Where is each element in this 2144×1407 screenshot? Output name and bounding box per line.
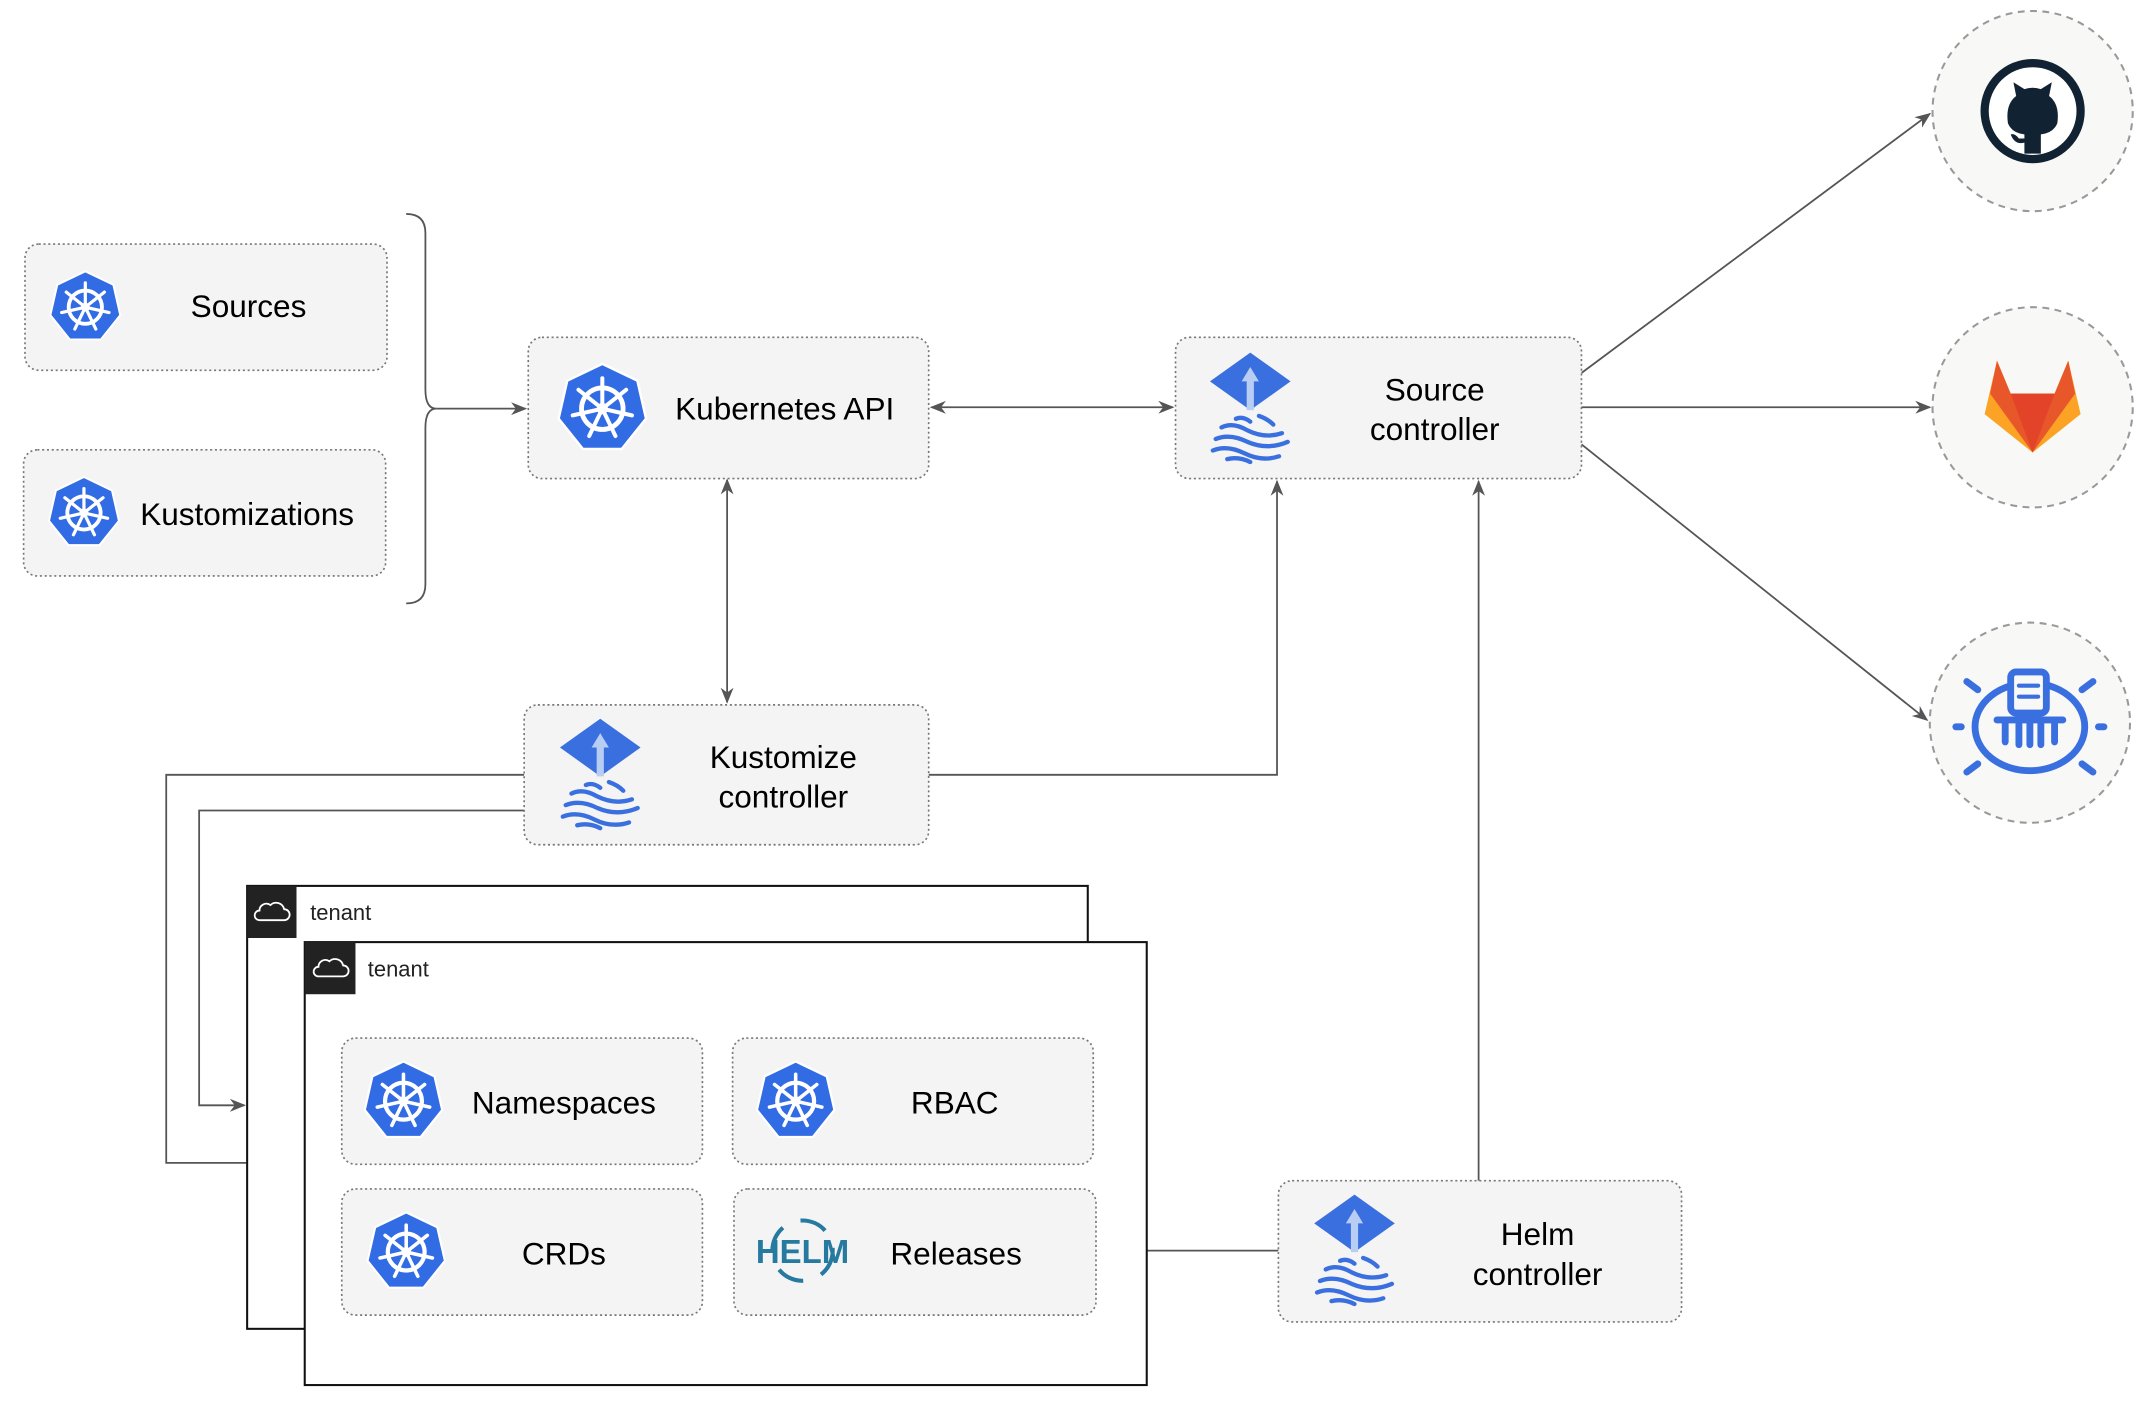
node-sources[interactable]: Sources (24, 243, 388, 372)
edge-kustomize-to-source (928, 479, 1284, 776)
edge-source-to-bucket (1580, 443, 1929, 721)
kustomizations-label: Kustomizations (140, 496, 354, 532)
edge-kustomize-to-tenant-front (165, 773, 525, 1170)
github-icon (1980, 58, 2085, 164)
node-rbac[interactable]: RBAC (731, 1037, 1095, 1166)
node-helm-controller[interactable]: Helm controller (1277, 1179, 1683, 1323)
gitlab-icon (1984, 360, 2081, 453)
kustomize-controller-label-line2: controller (718, 779, 848, 815)
edge-kustomize-to-tenant-back (198, 809, 525, 1112)
helm-icon: HELM (756, 1218, 849, 1283)
kubernetes-api-label: Kubernetes API (675, 391, 894, 427)
node-releases[interactable]: HELM Releases (733, 1188, 1097, 1316)
rbac-label: RBAC (911, 1085, 999, 1121)
cloud-icon (253, 901, 291, 922)
kustomize-controller-label-line1: Kustomize (710, 739, 857, 775)
helm-controller-label-line2: controller (1473, 1256, 1603, 1292)
grouping-brace (406, 213, 437, 605)
github-source[interactable] (1931, 9, 2134, 213)
source-controller-label-line1: Source (1385, 371, 1485, 407)
namespaces-label: Namespaces (472, 1085, 656, 1121)
bucket-source[interactable] (1928, 621, 2132, 824)
node-kubernetes-api[interactable]: Kubernetes API (527, 336, 930, 480)
tenant-label: tenant (310, 900, 371, 925)
node-kustomizations[interactable]: Kustomizations (22, 448, 387, 577)
sources-label: Sources (191, 288, 307, 324)
node-crds[interactable]: CRDs (340, 1188, 704, 1316)
node-kustomize-controller[interactable]: Kustomize controller (523, 704, 930, 846)
crds-label: CRDs (522, 1235, 606, 1271)
node-namespaces[interactable]: Namespaces (340, 1037, 704, 1166)
source-controller-label-line2: controller (1370, 411, 1500, 447)
helm-controller-label-line1: Helm (1501, 1216, 1575, 1252)
gitlab-source[interactable] (1931, 306, 2134, 509)
node-source-controller[interactable]: Source controller (1174, 336, 1583, 480)
bucket-icon (1952, 668, 2108, 776)
helm-logo-text: HELM (756, 1233, 849, 1270)
releases-label: Releases (890, 1235, 1021, 1271)
edge-source-to-github (1580, 112, 1932, 374)
cloud-icon (312, 958, 350, 978)
edges (165, 112, 1932, 1258)
tenant-label: tenant (368, 956, 429, 981)
